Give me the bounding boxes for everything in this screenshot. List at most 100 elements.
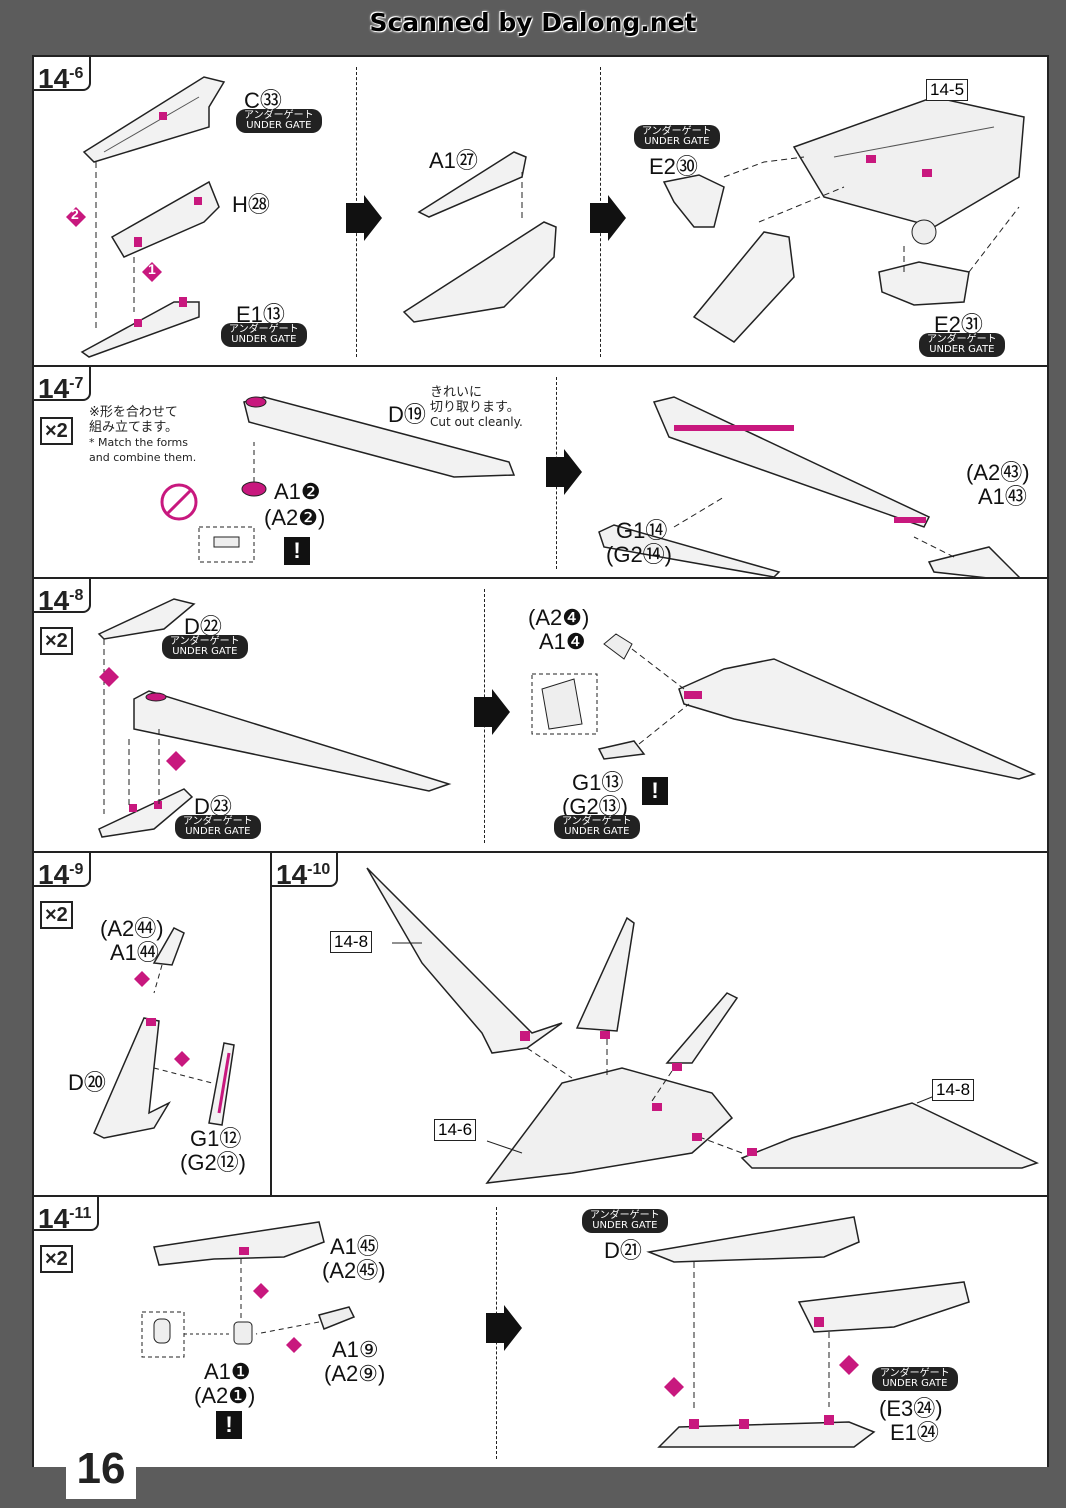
part-e2-31 [878,261,970,306]
part-label: A1㊸ [978,484,1027,509]
part-label: (A2❹) [528,605,590,630]
next-arrow-icon [474,689,510,735]
part-label: (A2㊹) [100,916,164,941]
cut-note: きれいに 切り取ります。Cut out cleanly. [430,385,523,429]
main-wing-blade [133,690,452,792]
quantity-badge: ×2 [40,901,73,929]
order-mark-2: 2 [71,206,79,222]
part-label: (A2㊸) [966,460,1030,485]
part-g1-14 [598,524,781,577]
step-reference: 14-5 [926,79,969,101]
part-c33 [82,76,226,163]
body-front-cover [692,231,795,343]
part-label: E1㉔ [890,1420,939,1445]
body-assembly [792,96,1025,228]
caution-icon: ! [216,1411,242,1439]
part-label: G1⑭ [616,518,668,543]
part-label: G1⑬ [572,770,624,795]
upper-wing [366,867,563,1054]
quantity-badge: ×2 [40,627,73,655]
step-number: 14-7 [34,367,92,404]
caution-icon: ! [284,537,310,565]
step-number: 14-8 [34,579,92,616]
step-14-7-panel: 14-7 ×2 ※形を合わせて 組み立てます。* Match the forms… [32,365,1049,579]
part-label: D⑳ [68,1070,106,1095]
step-reference: 14-8 [932,1079,975,1101]
next-arrow-icon [346,195,382,241]
part-d22 [97,598,196,640]
step-14-11-illustration [141,1216,970,1448]
part-label: H㉘ [232,192,270,217]
instruction-sheet: 14-6 [32,55,1049,1467]
part-label: E2㉚ [649,154,698,179]
part-label: (E3㉔) [879,1396,943,1421]
part-e1-13 [80,301,200,358]
part-e1-24 [657,1421,876,1448]
part-label: D㉒ [184,614,222,639]
step-number: 14-10 [272,853,339,890]
part-label: A1㊺ [330,1234,379,1259]
step-14-8-illustration [97,598,1037,838]
part-label: (G2⑬) [562,794,629,819]
part-h28 [110,180,220,258]
part-label: E2㉛ [934,312,983,337]
next-arrow-icon [546,449,582,495]
part-a1-44 [152,927,185,966]
right-wing [740,1102,1039,1169]
body-core [485,1067,734,1184]
part-d19 [243,396,516,478]
part-d21 [646,1216,860,1263]
part-label: (A2㊺) [322,1258,386,1283]
step-14-10-panel: 14-10 14-8 14-8 14-6 [270,851,1049,1197]
step-reference: 14-6 [434,1119,477,1141]
assembled-wing-part [402,221,557,323]
next-arrow-icon [590,195,626,241]
part-label: E1⑬ [236,302,285,327]
quantity-badge: ×2 [40,1245,73,1273]
watermark: Scanned by Dalong.net [369,8,697,37]
assembly-note: ※形を合わせて 組み立てます。* Match the forms and com… [89,405,197,464]
step-number: 14-6 [34,57,92,94]
part-a1-27 [417,151,527,218]
step-14-7-illustration [160,396,1021,577]
part-label: (G2⑭) [606,542,673,567]
step-14-9-illustration [93,927,235,1139]
part-label: A1❷ [274,479,321,504]
part-g1-13 [597,740,646,760]
step-14-6-illustration [66,76,1025,358]
part-label: A1❹ [539,629,586,654]
next-arrow-icon [486,1305,522,1351]
step-reference: 14-8 [330,931,373,953]
step-number: 14-11 [34,1197,100,1234]
part-label: D⑲ [388,402,426,427]
side-fin [665,992,739,1064]
part-label: (G2⑫) [180,1150,247,1175]
part-label: A1㊹ [110,940,159,965]
part-label: D㉓ [194,794,232,819]
part-a1-9 [318,1306,356,1330]
part-d23 [98,788,194,838]
part-label: A1㉗ [429,148,478,173]
caution-icon: ! [642,777,668,805]
order-mark-1: 1 [148,261,156,277]
center-fin [575,916,635,1032]
part-a1-45 [153,1221,325,1266]
step-number: 14-9 [34,853,92,890]
page-number: 16 [66,1437,136,1499]
part-a1-43 [927,546,1021,577]
step-14-11-panel: 14-11 ×2 A1㊺ ( [32,1195,1049,1467]
part-label: G1⑫ [190,1126,242,1151]
quantity-badge: ×2 [40,417,73,445]
part-g1-12 [208,1042,235,1126]
part-label: (A2⑨) [324,1361,386,1386]
part-label: (A2❶) [194,1383,256,1408]
